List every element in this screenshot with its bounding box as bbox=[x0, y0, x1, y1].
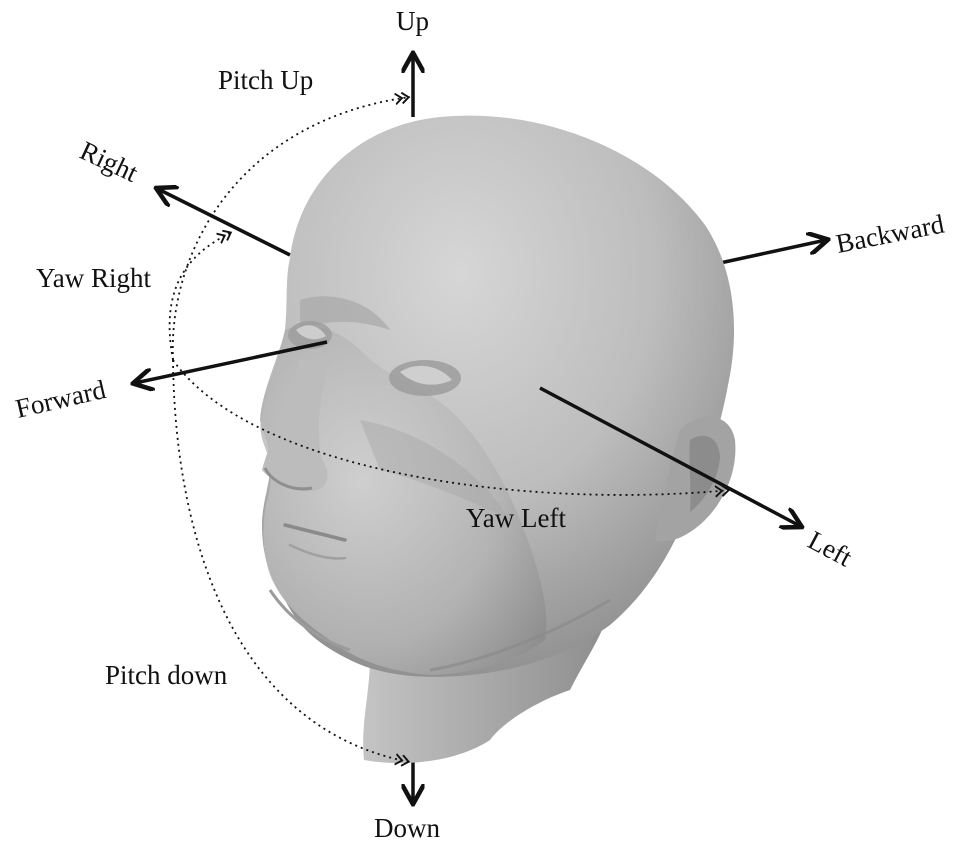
label-up: Up bbox=[396, 6, 429, 36]
label-yaw-right: Yaw Right bbox=[36, 263, 152, 293]
backward-axis-arrow bbox=[720, 240, 826, 263]
label-pitch-down: Pitch down bbox=[105, 660, 228, 690]
label-left: Left bbox=[803, 525, 857, 573]
label-pitch-up: Pitch Up bbox=[218, 65, 313, 95]
label-right: Right bbox=[75, 135, 143, 188]
right-axis-arrow bbox=[158, 189, 290, 255]
label-down: Down bbox=[374, 813, 440, 843]
label-forward: Forward bbox=[13, 374, 109, 424]
yaw-right-arc bbox=[170, 232, 232, 360]
label-yaw-left: Yaw Left bbox=[466, 503, 566, 533]
label-backward: Backward bbox=[833, 208, 947, 258]
head-model-icon bbox=[260, 116, 735, 763]
